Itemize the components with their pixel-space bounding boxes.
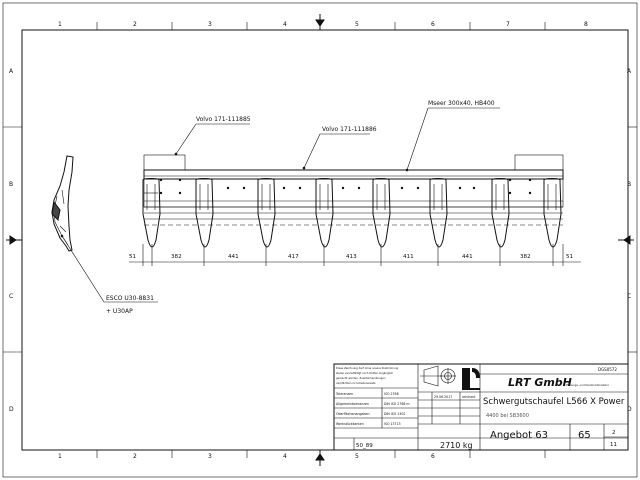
projection-symbol	[420, 365, 456, 387]
grid-row-B: B	[9, 181, 13, 188]
dimension-value: 51	[566, 254, 574, 260]
note-line: Diese Zeichnung darf ohne unsere Zustimm…	[336, 366, 399, 370]
grid-row-D: D	[9, 406, 14, 413]
drawing-subtitle: 4400 bei SB3600	[486, 413, 529, 419]
label-blade: Mseer 300x40, HB400	[428, 100, 495, 107]
dimension-value: 382	[171, 254, 182, 260]
field-label: Werkstückkanten	[336, 422, 364, 426]
tooth	[195, 178, 214, 248]
grid-row-C: C	[9, 293, 13, 300]
dimension-value: 417	[288, 254, 299, 260]
grid-col-4: 4	[283, 21, 287, 28]
tooth	[142, 178, 161, 248]
grid-col-4-bottom: 4	[283, 453, 287, 460]
leader-dot	[174, 152, 178, 156]
bucket-front-view	[143, 154, 564, 226]
grid-col-7: 7	[506, 21, 510, 28]
weight: 2710 kg	[440, 441, 473, 450]
field-label: Toleranzen	[335, 392, 353, 396]
leader-dot	[405, 168, 409, 172]
grid-col-5-bottom: 5	[355, 453, 359, 460]
tooth	[429, 178, 448, 248]
label-esco-tooth: ESCO U30-8831	[106, 295, 154, 302]
sheet-number: 65	[578, 430, 591, 441]
company-name: LRT GmbH	[508, 376, 572, 389]
grid-ticks	[3, 22, 637, 458]
grid-col-3-bottom: 3	[208, 453, 212, 460]
label-volvo-885: Volvo 171-111885	[196, 116, 251, 123]
dimension-value: 382	[520, 254, 531, 260]
leader-dot	[60, 234, 64, 238]
grid-row-B-right: B	[627, 181, 631, 188]
grid-col-1-bottom: 1	[58, 453, 62, 460]
centering-marks	[6, 14, 634, 466]
tooth	[257, 178, 276, 248]
note-line: verpflichten zu Schadenersatz.	[336, 381, 376, 385]
bolt-holes	[159, 178, 532, 195]
drawing-number: DGS0572	[598, 367, 617, 372]
leader-lines	[61, 107, 500, 303]
title-block	[333, 363, 629, 451]
label-esco-adapter: + U30AP	[106, 308, 133, 315]
dimension-value: 51	[129, 254, 137, 260]
leader-dot	[302, 166, 306, 170]
company-subtitle: Planungs- und Konstruktionsbüro	[566, 383, 609, 387]
drawn-by: reinhard	[462, 395, 475, 399]
dimension-line	[129, 244, 581, 266]
company-logo	[462, 368, 480, 390]
dimension-value: 441	[462, 254, 473, 260]
tooth	[372, 178, 391, 248]
field-value: ISO 13715	[384, 422, 401, 426]
field-value: DIN ISO 2768 m	[384, 402, 410, 406]
grid-col-3: 3	[208, 21, 212, 28]
sheet-total: 11	[610, 442, 617, 448]
offer-number: Angebot 63	[490, 430, 548, 441]
drawn-date: 29.06.2017	[434, 395, 452, 399]
field-label: Allgemeintoleranzen	[336, 402, 369, 406]
grid-row-A: A	[9, 68, 14, 75]
tooth	[491, 178, 510, 248]
grid-row-C-right: C	[627, 293, 631, 300]
tooth	[543, 178, 562, 248]
grid-row-A-right: A	[627, 68, 632, 75]
grid-col-1: 1	[58, 21, 62, 28]
grid-col-6-bottom: 6	[431, 453, 435, 460]
grid-col-8: 8	[584, 21, 588, 28]
grid-col-2-bottom: 2	[133, 453, 137, 460]
scale: 50_89	[356, 443, 373, 449]
drawing-title: Schwergutschaufel L566 X Power	[483, 397, 625, 407]
sheet-index: 2	[612, 430, 616, 436]
tooth	[315, 178, 334, 248]
grid-col-6: 6	[431, 21, 435, 28]
grid-col-2: 2	[133, 21, 137, 28]
dimension-value: 413	[346, 254, 357, 260]
field-value: ISO 2768	[384, 392, 399, 396]
label-volvo-886: Volvo 171-111886	[322, 126, 377, 133]
grid-col-5: 5	[355, 21, 359, 28]
dimension-value: 441	[228, 254, 239, 260]
field-label: Oberflächenangaben	[336, 412, 369, 416]
field-value: DIN ISO 1302	[384, 412, 405, 416]
note-line: weder vervielfältigt noch Dritten zugäng…	[336, 371, 393, 375]
note-line: gemacht werden. Zuwiderhandlungen	[336, 376, 386, 380]
grid-row-D-right: D	[627, 406, 632, 413]
dimension-value: 411	[403, 254, 414, 260]
